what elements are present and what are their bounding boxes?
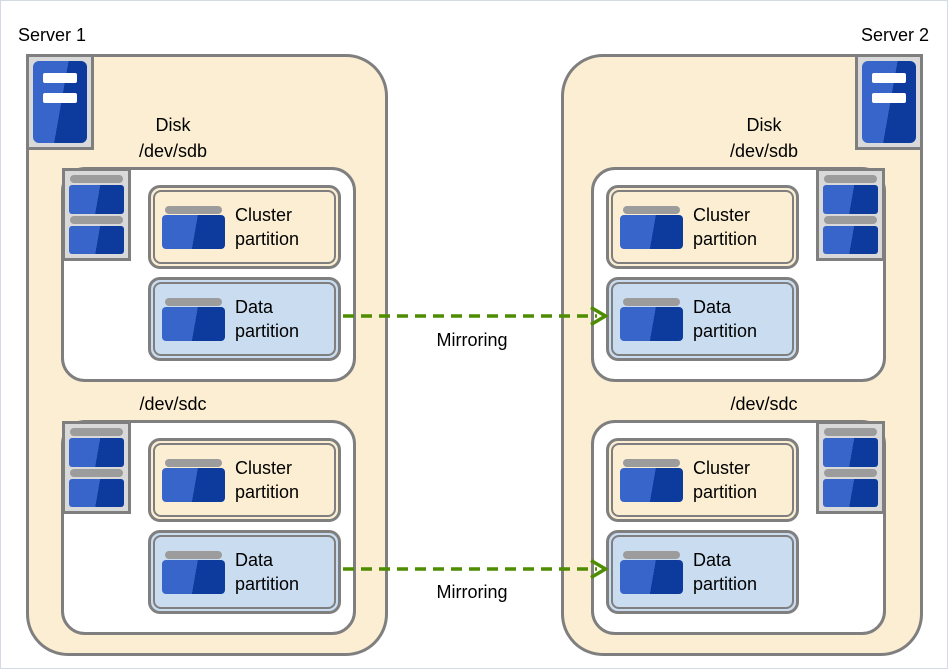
cluster-partition: Cluster partition xyxy=(148,185,341,269)
partition-label: Cluster partition xyxy=(235,205,300,249)
cluster-partition: Cluster partition xyxy=(148,438,341,522)
partition-label: Data partition xyxy=(235,550,300,594)
partition-label: Data partition xyxy=(693,297,758,341)
disk-stack-icon xyxy=(816,421,885,514)
disk-box-sdb: Cluster partition Data partition xyxy=(61,167,356,382)
data-partition: Data partition xyxy=(148,277,341,361)
disk-stack-icon xyxy=(62,421,131,514)
server1-label: Server 1 xyxy=(18,25,87,45)
disk-box-sdc: Cluster partition Data partition xyxy=(591,420,886,635)
disk-sdb-title: Disk /dev/sdb xyxy=(138,115,208,161)
partition-label: Cluster partition xyxy=(235,458,300,502)
partition-label: Data partition xyxy=(235,297,300,341)
disk-stack-icon xyxy=(62,168,131,261)
data-partition: Data partition xyxy=(606,277,799,361)
partition-label: Data partition xyxy=(693,550,758,594)
partition-icon xyxy=(620,205,683,249)
partition-icon xyxy=(162,550,225,594)
data-partition: Data partition xyxy=(606,530,799,614)
disk-sdc-title: /dev/sdc xyxy=(139,394,207,414)
server1-box: Disk /dev/sdb Cluster partition xyxy=(26,54,388,656)
partition-icon xyxy=(162,297,225,341)
cluster-partition: Cluster partition xyxy=(606,438,799,522)
data-partition: Data partition xyxy=(148,530,341,614)
partition-label: Cluster partition xyxy=(693,205,758,249)
disk-stack-icon xyxy=(816,168,885,261)
disk-box-sdb: Cluster partition Data partition xyxy=(591,167,886,382)
server-tower-icon xyxy=(855,54,923,150)
mirroring-label: Mirroring xyxy=(436,582,508,602)
server2-label: Server 2 xyxy=(860,25,929,45)
server-tower-icon xyxy=(26,54,94,150)
partition-label: Cluster partition xyxy=(693,458,758,502)
server2-box: Disk /dev/sdb Cluster partition xyxy=(561,54,923,656)
partition-icon xyxy=(620,297,683,341)
partition-icon xyxy=(620,550,683,594)
disk-sdb-title: Disk /dev/sdb xyxy=(729,115,799,161)
cluster-partition: Cluster partition xyxy=(606,185,799,269)
partition-icon xyxy=(620,458,683,502)
disk-sdc-title: /dev/sdc xyxy=(730,394,798,414)
partition-icon xyxy=(162,205,225,249)
mirroring-label: Mirroring xyxy=(436,330,508,350)
partition-icon xyxy=(162,458,225,502)
disk-box-sdc: Cluster partition Data partition xyxy=(61,420,356,635)
